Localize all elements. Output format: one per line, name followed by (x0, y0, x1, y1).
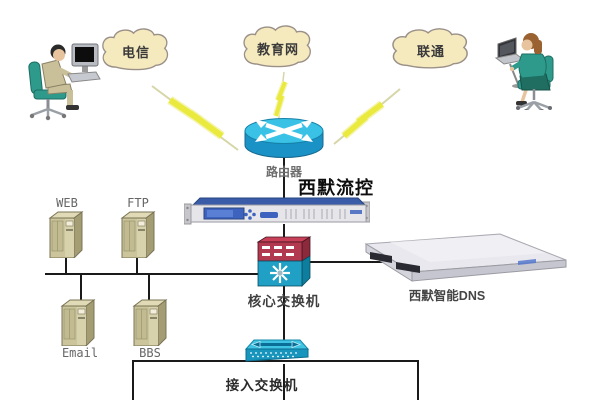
core-switch-icon (256, 236, 312, 287)
router-icon (244, 118, 324, 158)
server-web-label: WEB (56, 196, 78, 210)
cloud-icon (102, 28, 169, 71)
drop-ftp (136, 256, 138, 274)
access-switch-icon (244, 339, 310, 362)
cloud-unicom: 联通 (384, 26, 478, 74)
lightning-bolt-icon (333, 88, 401, 145)
cloud-telecom: 电信 (95, 26, 177, 76)
cloud-education-label: 教育网 (256, 41, 299, 57)
cloud-education: 教育网 (236, 23, 320, 73)
server-bus-line (45, 273, 260, 275)
rack-server-icon (364, 233, 567, 282)
access-switch-down-drop (283, 364, 285, 400)
lightning-bolt-icon (272, 71, 289, 127)
server-ftp-label: FTP (127, 196, 149, 210)
person-at-desktop-icon (28, 43, 101, 121)
cloud-icon (392, 28, 468, 69)
drop-email (80, 274, 82, 302)
connector-appliance-to-core (283, 224, 285, 244)
connector-router-to-appliance (283, 150, 285, 202)
person-with-laptop-icon (494, 33, 554, 110)
connector-core-to-dns (296, 261, 400, 263)
connector-core-to-access (283, 284, 285, 346)
drop-web (65, 256, 67, 274)
access-bus-line (132, 360, 419, 362)
access-switch-label: 接入交换机 (225, 378, 299, 393)
access-bus-left-drop (132, 360, 134, 400)
server-email-label: Email (61, 346, 99, 360)
server-tower-icon (48, 211, 84, 258)
server-tower-icon (132, 299, 168, 346)
flow-control-label: 西默流控 (298, 178, 374, 198)
core-switch-label: 核心交换机 (247, 294, 321, 309)
server-tower-icon (120, 211, 156, 258)
cloud-icon (243, 25, 311, 68)
drop-bbs (148, 274, 150, 302)
dns-server-label: 西默智能DNS (408, 289, 486, 303)
router-label: 路由器 (265, 165, 302, 179)
access-bus-right-drop (417, 360, 419, 400)
rack-appliance-icon (184, 197, 370, 225)
server-tower-icon (60, 299, 96, 346)
server-bbs-label: BBS (139, 346, 161, 360)
lightning-bolt-icon (151, 85, 239, 151)
cloud-telecom-label: 电信 (121, 44, 150, 60)
cloud-unicom-label: 联通 (416, 43, 445, 59)
